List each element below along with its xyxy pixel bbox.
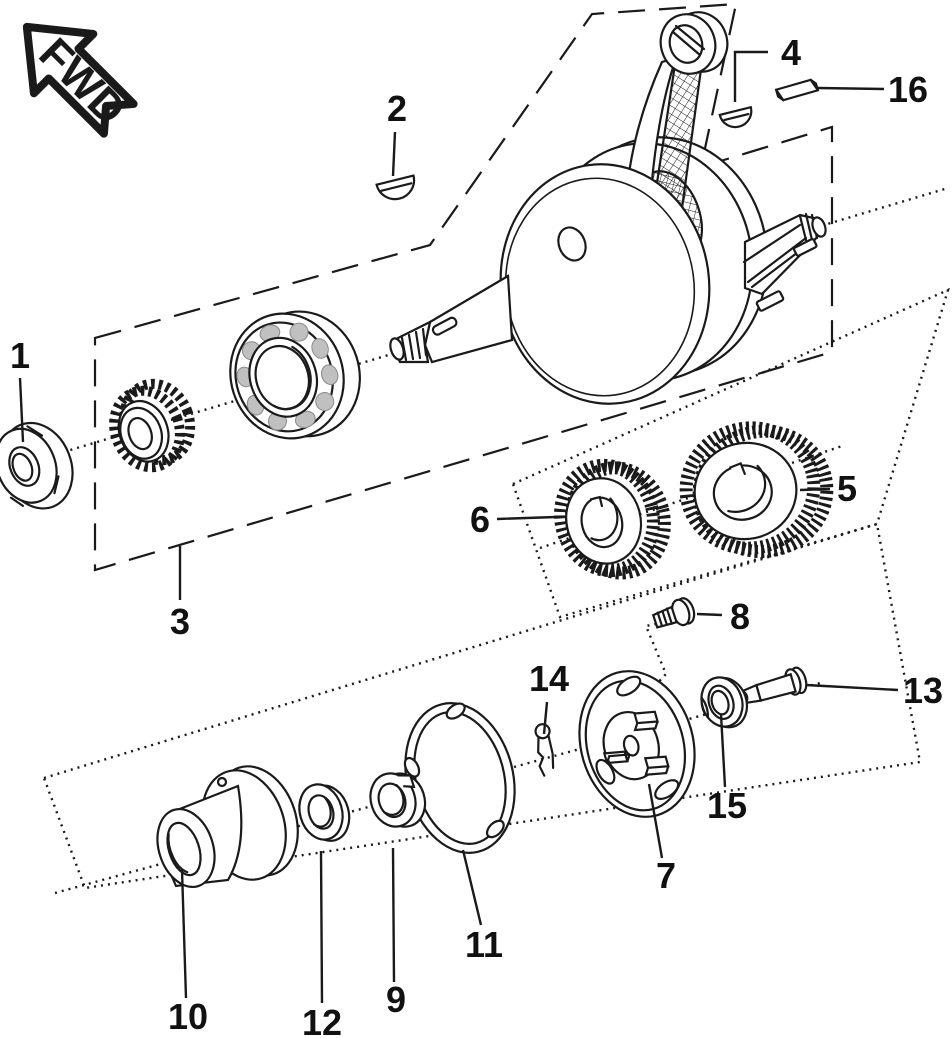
plate-slot-bottom [654,779,680,800]
screw-to-plate-connector [644,619,671,692]
plate-slot-top [616,675,642,697]
keyway-slot-left [431,316,458,336]
keyway-slot-right-1 [755,290,785,312]
part-label-9: 9 [386,979,406,1020]
plate-slot-left [595,758,616,785]
part-label-12: 12 [302,1002,342,1038]
part-label-13: 13 [903,670,943,711]
part-label-11: 11 [465,924,503,965]
locknut-9-illustration [369,772,427,828]
part-label-5: 5 [837,468,857,509]
cotter-pin-14-illustration [534,723,555,777]
woodruff-key-2 [375,174,416,201]
gear-5-illustration [679,421,834,559]
part-label-4: 4 [781,32,801,73]
group-outline-dashed-crankshaft [93,2,834,572]
keyway-slot-right-2 [792,238,818,257]
fwd-direction-arrow: FWD [22,22,138,138]
crank-left-shaft [389,274,514,364]
collar-15-illustration [700,676,749,729]
leader-lines [18,50,899,1004]
plate-7-illustration [578,670,696,818]
part-label-10: 10 [168,996,208,1037]
flange-nut-illustration [0,421,74,510]
part-labels: 1 2 3 4 5 6 7 8 9 10 11 12 13 14 15 16 [10,32,943,1038]
plate-hub-lugs [602,710,670,776]
part-label-1: 1 [10,335,30,376]
fwd-arrow-outline [22,22,138,138]
crank-web-hole [557,226,587,262]
part-label-15: 15 [707,785,747,826]
gasket-11-illustration [403,702,516,854]
part-label-8: 8 [730,596,750,637]
group-outline-dotted-lower-assembly [42,522,922,890]
washer-12-illustration [298,783,351,842]
sprocket-illustration [109,378,196,473]
spacer-10-illustration [156,765,299,889]
part-label-3: 3 [170,601,190,642]
part-label-6: 6 [470,499,490,540]
gear-6-illustration [554,458,671,580]
straight-key-16 [774,78,820,102]
part-label-7: 7 [656,855,676,896]
part-label-2: 2 [387,88,407,129]
crank-right-shaft [742,212,827,312]
part-label-14: 14 [529,658,569,699]
ball-bearing-illustration [229,310,361,440]
crankshaft-illustration [389,11,827,405]
part-label-16: 16 [888,69,928,110]
screw-8-illustration [651,597,696,629]
woodruff-key-4 [718,105,753,129]
